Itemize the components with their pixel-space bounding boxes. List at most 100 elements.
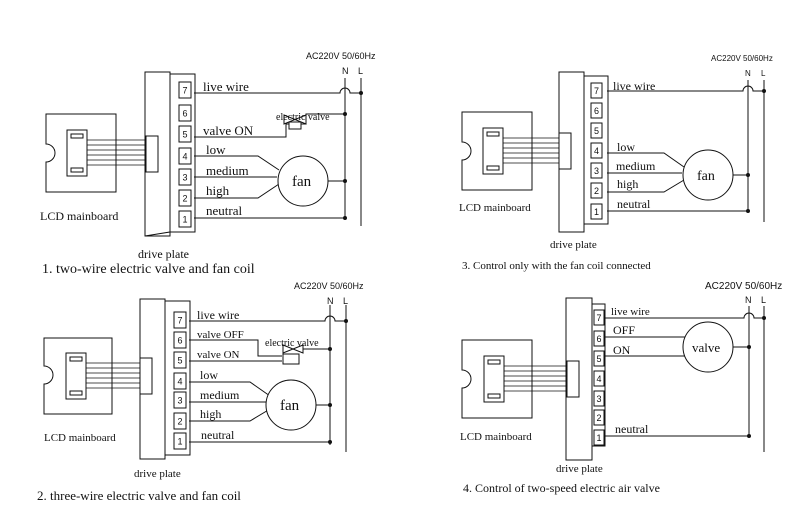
lcd-mainboard-label-2: LCD mainboard — [44, 432, 116, 444]
terminal-2 — [173, 412, 187, 430]
diagram-4-two-speed-air-valve: 1 2 3 4 5 6 7 — [461, 297, 766, 461]
electric-valve-1 — [283, 114, 307, 130]
neutral-label-3: neutral — [617, 197, 651, 211]
on-label-4: ON — [613, 343, 631, 357]
caption-diagram-1: 1. two-wire electric valve and fan coil — [42, 262, 255, 277]
terminal-number-2: 2 — [182, 194, 187, 204]
lcd-mainboard-label-4: LCD mainboard — [460, 431, 532, 443]
terminal-3 — [178, 168, 192, 186]
terminal-7 — [173, 311, 187, 329]
terminal-5 — [590, 122, 603, 139]
n-label-4: N — [745, 295, 752, 305]
l-label-4: L — [761, 295, 766, 305]
lcd-mainboard-label-1: LCD mainboard — [40, 209, 118, 223]
terminal-4 — [590, 142, 603, 159]
terminal-5 — [173, 351, 187, 369]
terminal-number-2: 2 — [177, 417, 182, 427]
terminal-1 — [173, 432, 187, 450]
lcd-mainboard-2 — [43, 337, 113, 415]
lcd-mainboard-1 — [45, 113, 117, 193]
terminal-6 — [173, 331, 187, 349]
drive-plate-label-4: drive plate — [556, 463, 603, 475]
supply-label-2: AC220V 50/60Hz — [294, 281, 364, 291]
live-wire-label-3: live wire — [613, 79, 655, 93]
lcd-mainboard-label-3: LCD mainboard — [459, 202, 531, 214]
terminal-number-3: 3 — [596, 394, 601, 404]
terminal-7 — [178, 81, 192, 99]
valve-on-label-1: valve ON — [203, 123, 254, 138]
fan-label-2: fan — [280, 398, 300, 414]
terminal-number-1: 1 — [596, 433, 601, 443]
electric-valve-label-1: electric valve — [276, 112, 330, 123]
terminal-number-4: 4 — [182, 152, 187, 162]
supply-label-4: AC220V 50/60Hz — [705, 281, 782, 292]
terminal-number-7: 7 — [177, 316, 182, 326]
terminal-3 — [590, 162, 603, 179]
medium-label-1: medium — [206, 163, 249, 178]
terminal-1 — [178, 210, 192, 228]
drive-plate-label-2: drive plate — [134, 468, 181, 480]
drive-plate-label-3: drive plate — [550, 239, 597, 251]
terminal-6 — [593, 330, 605, 347]
terminal-number-1: 1 — [182, 215, 187, 225]
terminal-number-3: 3 — [182, 173, 187, 183]
terminal-4 — [173, 372, 187, 390]
high-label-3: high — [617, 177, 638, 191]
l-label-3: L — [761, 69, 766, 78]
terminal-2 — [590, 182, 603, 199]
live-wire-label-4: live wire — [611, 306, 650, 318]
low-label-1: low — [206, 142, 226, 157]
n-label-3: N — [745, 69, 751, 78]
supply-label-1: AC220V 50/60Hz — [306, 51, 376, 61]
off-label-4: OFF — [613, 323, 635, 337]
neutral-label-2: neutral — [201, 428, 235, 442]
terminal-number-1: 1 — [177, 437, 182, 447]
terminal-number-2: 2 — [596, 413, 601, 423]
terminal-1 — [593, 429, 605, 446]
valve-label-4: valve — [692, 340, 720, 355]
terminal-number-5: 5 — [596, 354, 601, 364]
electric-valve-label-2: electric valve — [265, 338, 319, 349]
high-label-2: high — [200, 407, 221, 421]
medium-label-3: medium — [616, 159, 656, 173]
terminal-number-1: 1 — [594, 207, 599, 217]
low-label-2: low — [200, 368, 218, 382]
high-label-1: high — [206, 183, 230, 198]
terminal-number-5: 5 — [182, 130, 187, 140]
valve-off-label-2: valve OFF — [197, 329, 244, 341]
valve-on-label-2: valve ON — [197, 349, 240, 361]
terminal-3 — [593, 390, 605, 407]
lcd-mainboard-3 — [461, 111, 533, 191]
n-label-2: N — [327, 296, 334, 306]
terminal-number-3: 3 — [177, 396, 182, 406]
terminal-number-7: 7 — [594, 86, 599, 96]
terminal-number-6: 6 — [182, 109, 187, 119]
terminal-1 — [590, 203, 603, 220]
fan-label-3: fan — [697, 169, 715, 184]
terminal-number-5: 5 — [177, 356, 182, 366]
terminal-number-6: 6 — [594, 106, 599, 116]
live-wire-label-2: live wire — [197, 308, 239, 322]
terminal-4 — [178, 147, 192, 165]
fan-label-1: fan — [292, 174, 312, 190]
n-label-1: N — [342, 66, 349, 76]
terminal-number-5: 5 — [594, 126, 599, 136]
terminal-7 — [590, 82, 603, 99]
neutral-label-4: neutral — [615, 422, 649, 436]
live-wire-label-1: live wire — [203, 79, 249, 94]
caption-diagram-3: 3. Control only with the fan coil connec… — [462, 260, 651, 272]
terminal-number-7: 7 — [596, 313, 601, 323]
terminal-number-4: 4 — [596, 374, 601, 384]
terminal-number-4: 4 — [594, 146, 599, 156]
terminal-number-6: 6 — [596, 334, 601, 344]
terminal-6 — [178, 104, 192, 122]
low-label-3: low — [617, 140, 635, 154]
l-label-2: L — [343, 296, 348, 306]
terminal-number-6: 6 — [177, 336, 182, 346]
caption-diagram-4: 4. Control of two-speed electric air val… — [463, 481, 660, 495]
terminal-5 — [178, 125, 192, 143]
medium-label-2: medium — [200, 388, 240, 402]
